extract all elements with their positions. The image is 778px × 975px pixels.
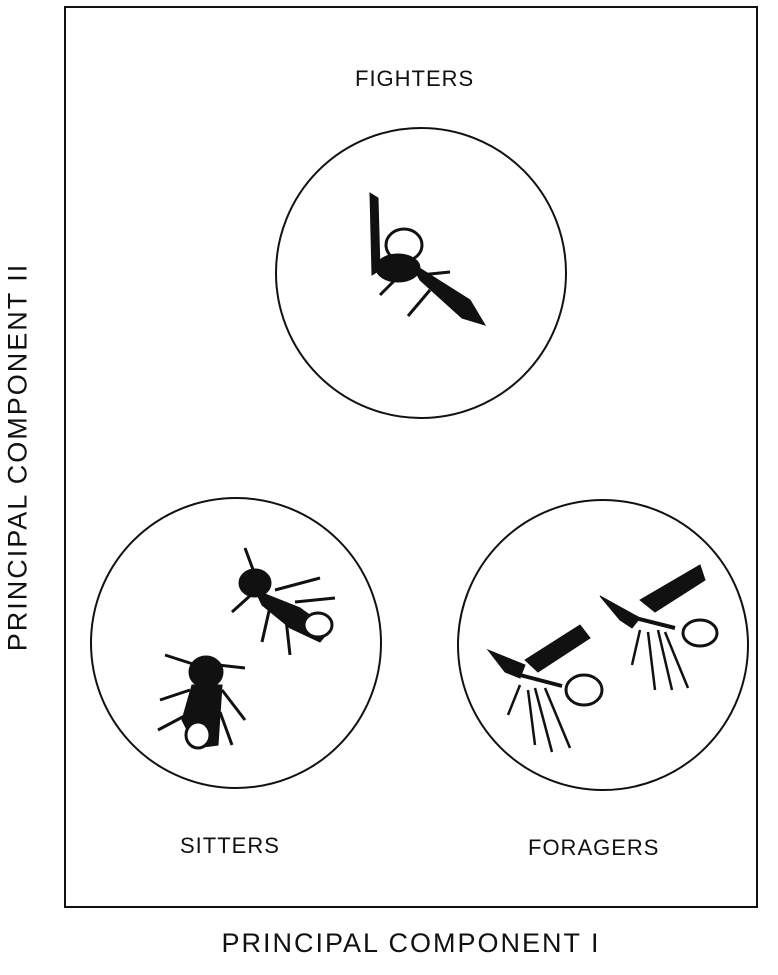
cluster-label-foragers: FORAGERS: [528, 835, 659, 861]
x-axis-label: PRINCIPAL COMPONENT I: [64, 928, 758, 959]
cluster-label-sitters: SITTERS: [180, 833, 280, 859]
y-axis-label: PRINCIPAL COMPONENT II: [3, 263, 34, 652]
sitting-wasps-icon: [158, 548, 335, 748]
sitters-circle: [91, 498, 381, 788]
fighting-wasps-icon: [370, 193, 485, 325]
foraging-wasps-icon: [488, 565, 717, 752]
cluster-label-fighters: FIGHTERS: [355, 66, 474, 92]
